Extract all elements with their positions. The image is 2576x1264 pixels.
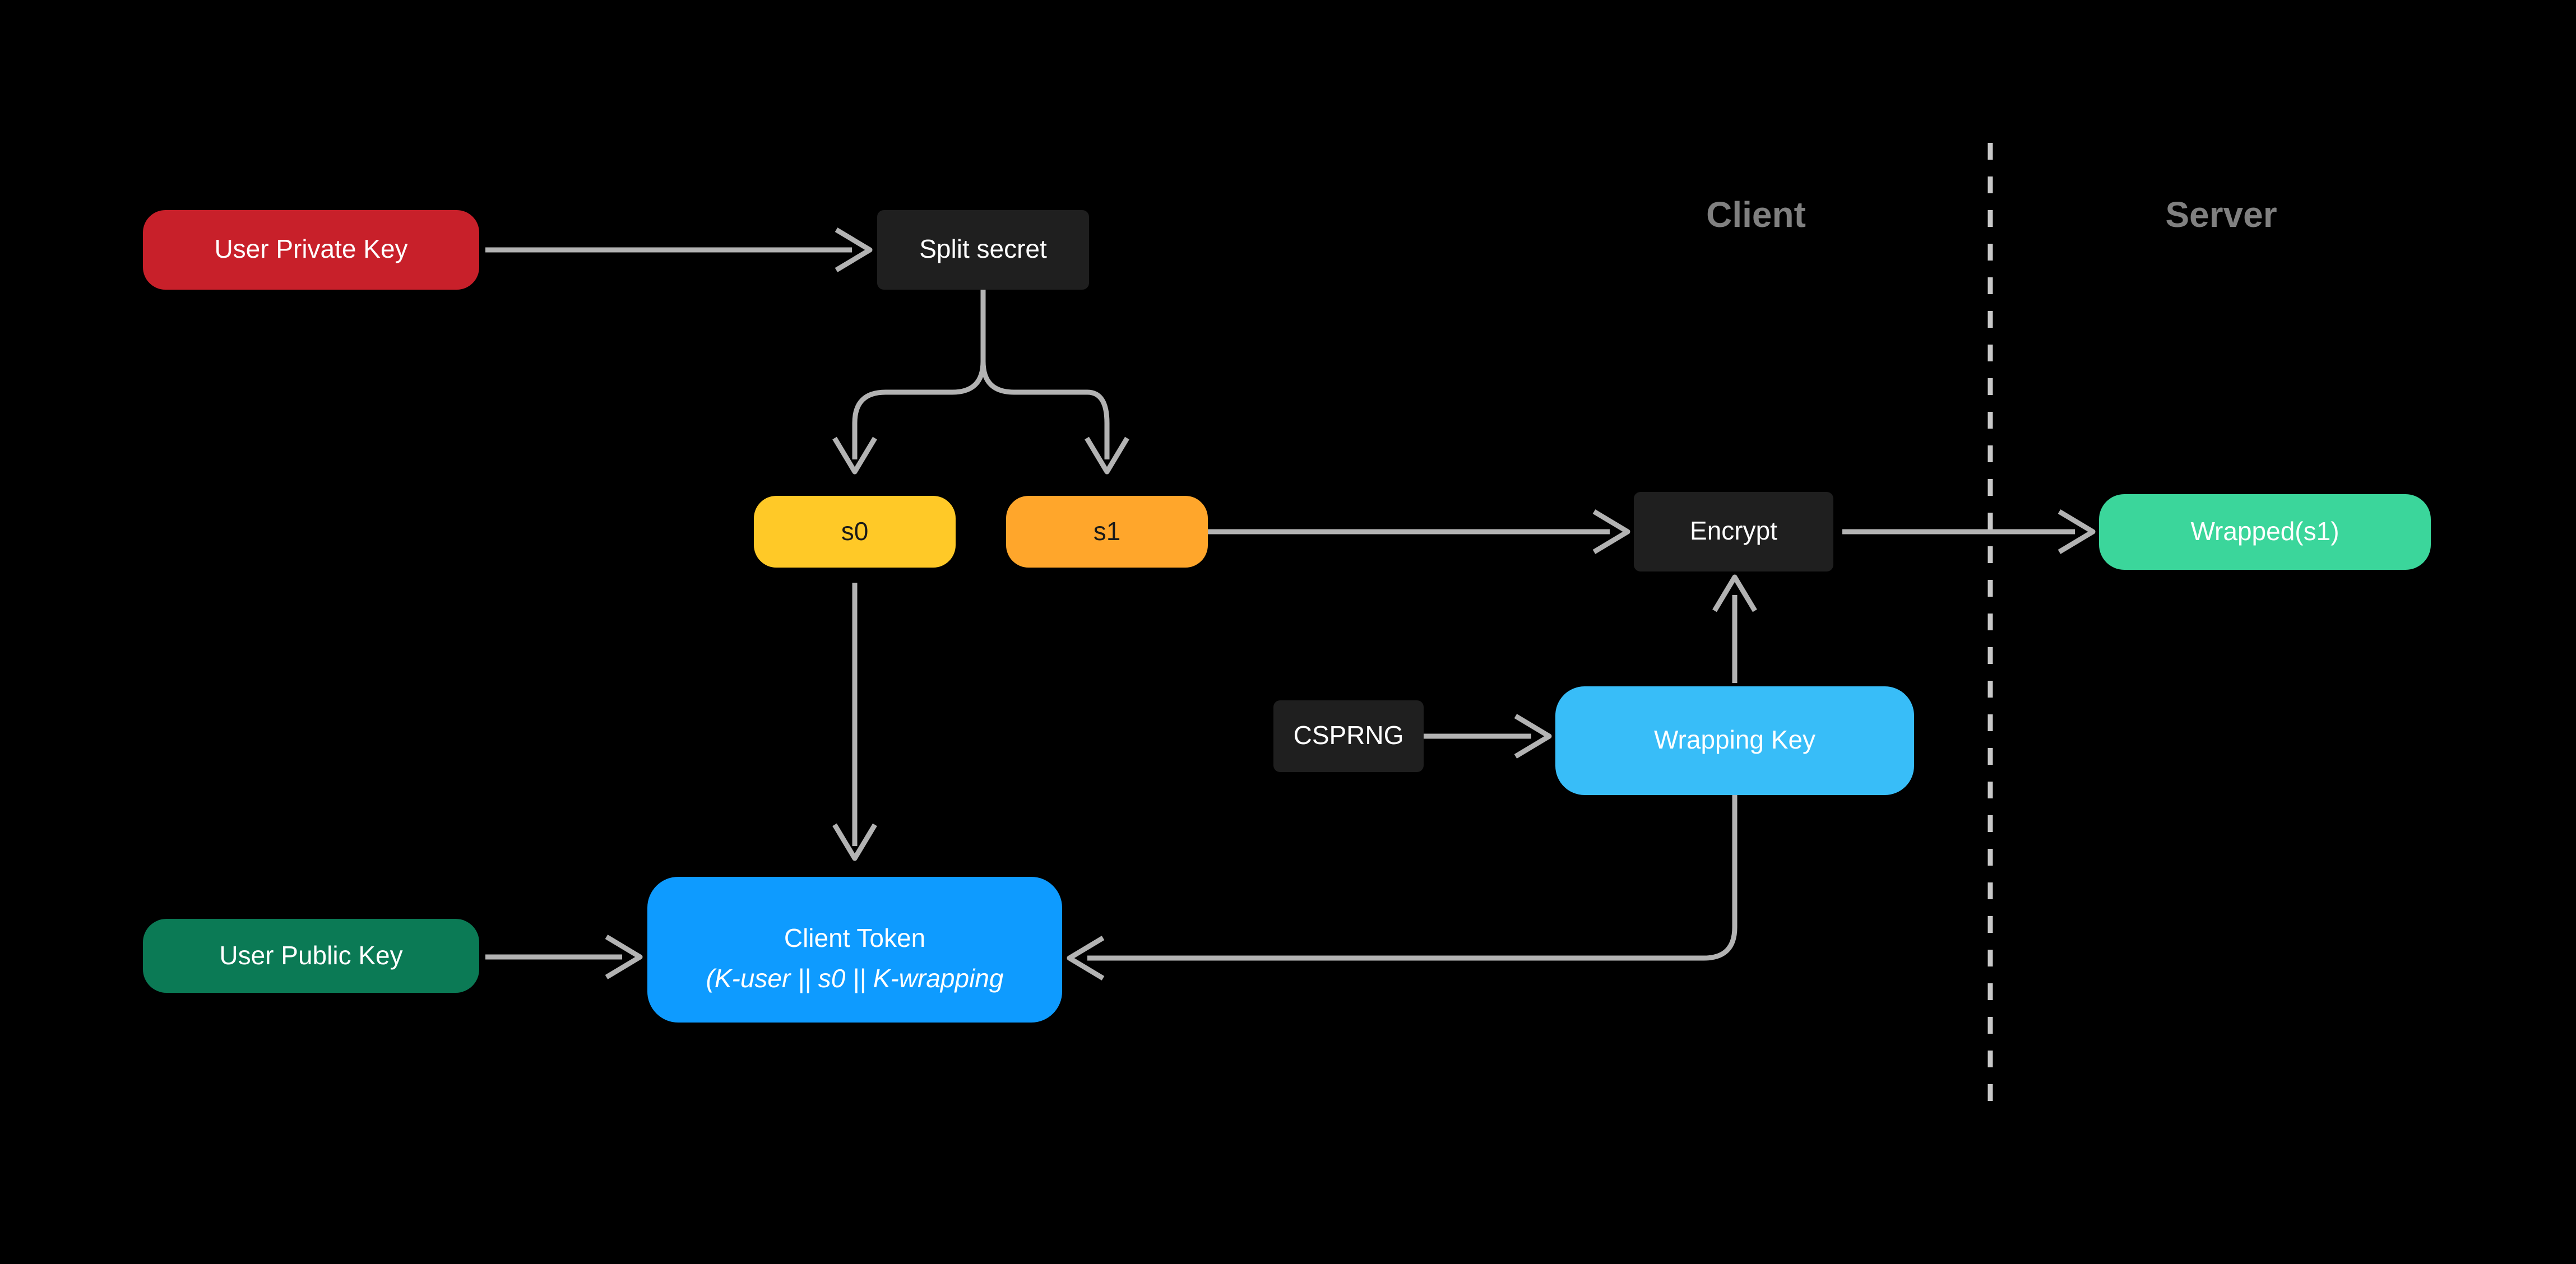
node-s0[interactable]: s0 <box>754 496 956 568</box>
node-csprng-label: CSPRNG <box>1294 721 1404 750</box>
node-encrypt-shape[interactable] <box>1634 492 1833 571</box>
node-client-token[interactable]: Client Token (K-user || s0 || K-wrapping <box>647 877 1062 1023</box>
edge-public-key-to-client-token <box>485 935 643 979</box>
edge-s0-to-client-token <box>832 583 877 861</box>
node-wrapped-s1[interactable]: Wrapped(s1) <box>2099 494 2431 570</box>
node-wrapped-s1-shape[interactable] <box>2099 494 2431 570</box>
node-wrapped-s1-label: Wrapped(s1) <box>2190 517 2339 546</box>
node-user-public-key-label: User Public Key <box>219 941 402 970</box>
node-s0-label: s0 <box>841 517 869 546</box>
node-csprng[interactable]: CSPRNG <box>1273 700 1424 772</box>
node-split-secret[interactable]: Split secret <box>877 210 1089 290</box>
node-wrapping-key-shape[interactable] <box>1555 686 1914 795</box>
lane-label-client: Client <box>1706 194 1806 235</box>
edge-encrypt-to-wrapped <box>1842 509 2096 554</box>
node-split-secret-label: Split secret <box>919 234 1047 263</box>
node-s1[interactable]: s1 <box>1006 496 1208 568</box>
node-user-public-key-shape[interactable] <box>143 919 479 993</box>
node-user-public-key[interactable]: User Public Key <box>143 919 479 993</box>
edge-split-to-s1 <box>980 290 1129 475</box>
edge-wrapping-key-to-client-token <box>1067 795 1738 980</box>
lane-label-server: Server <box>2165 194 2277 235</box>
edge-s1-to-encrypt <box>1208 509 1630 554</box>
node-encrypt-label: Encrypt <box>1690 516 1777 545</box>
node-user-private-key-shape[interactable] <box>143 210 479 290</box>
node-user-private-key-label: User Private Key <box>214 234 407 263</box>
node-wrapping-key[interactable]: Wrapping Key <box>1555 686 1914 795</box>
node-s1-label: s1 <box>1094 517 1121 546</box>
node-user-private-key[interactable]: User Private Key <box>143 210 479 290</box>
node-encrypt[interactable]: Encrypt <box>1634 492 1833 571</box>
node-s1-shape[interactable] <box>1006 496 1208 568</box>
edge-wrapping-key-to-encrypt <box>1712 574 1757 683</box>
node-split-secret-shape[interactable] <box>877 210 1089 290</box>
edge-split-to-s0 <box>832 290 986 475</box>
edge-csprng-to-wrapping-key <box>1424 714 1552 759</box>
node-wrapping-key-label: Wrapping Key <box>1654 725 1815 754</box>
node-client-token-label: Client Token <box>784 923 925 952</box>
edge-private-key-to-split <box>485 227 873 272</box>
edge-layer <box>485 227 2096 980</box>
node-s0-shape[interactable] <box>754 496 956 568</box>
node-csprng-shape[interactable] <box>1273 700 1424 772</box>
node-client-token-formula: (K-user || s0 || K-wrapping <box>706 964 1004 993</box>
node-client-token-shape[interactable] <box>647 877 1062 1023</box>
